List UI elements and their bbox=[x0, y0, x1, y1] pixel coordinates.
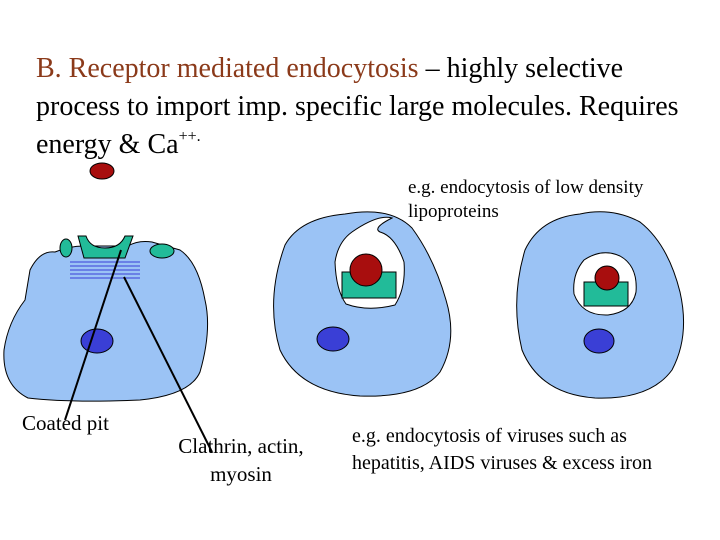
clathrin-line-2: myosin bbox=[210, 462, 272, 486]
cell-3-ligand bbox=[594, 265, 620, 291]
virus-example-line-1: e.g. endocytosis of viruses such as bbox=[352, 425, 627, 447]
title-superscript: ++. bbox=[178, 128, 201, 145]
virus-example-label: e.g. endocytosis of viruses such as hepa… bbox=[352, 423, 652, 477]
ldl-example-label: e.g. endocytosis of low density lipoprot… bbox=[408, 176, 643, 224]
membrane-receptor-left bbox=[59, 238, 73, 258]
cell-1-nucleus bbox=[80, 328, 114, 354]
cell-invagination-stage bbox=[273, 211, 452, 397]
clathrin-lines bbox=[70, 261, 140, 279]
title-description: highly selective process to import imp. … bbox=[36, 53, 679, 160]
coated-pit-leader-line bbox=[64, 249, 122, 421]
cell-internalized-stage bbox=[516, 211, 685, 399]
ldl-example-line-1: e.g. endocytosis of low density bbox=[408, 177, 644, 198]
title-heading: B. Receptor mediated endocytosis bbox=[36, 53, 419, 84]
virus-example-line-2: hepatitis, AIDS viruses & excess iron bbox=[352, 452, 652, 474]
clathrin-line-1: Clathrin, actin, bbox=[178, 434, 304, 458]
clathrin-label: Clathrin, actin, myosin bbox=[156, 432, 326, 488]
slide-title: B. Receptor mediated endocytosis – highl… bbox=[36, 50, 706, 164]
cell-1-membrane bbox=[3, 241, 209, 402]
cell-2-nucleus bbox=[316, 326, 350, 352]
membrane-receptor-right bbox=[149, 243, 175, 259]
title-dash: – bbox=[418, 53, 447, 84]
cell-2-ligand bbox=[349, 253, 383, 287]
free-ligand bbox=[89, 162, 115, 180]
coated-pit-label: Coated pit bbox=[22, 411, 109, 435]
cell-3-nucleus bbox=[583, 328, 615, 354]
clathrin-leader-line bbox=[123, 276, 213, 453]
cell-coated-pit-stage bbox=[3, 235, 209, 402]
ldl-example-line-2: lipoproteins bbox=[408, 201, 499, 222]
